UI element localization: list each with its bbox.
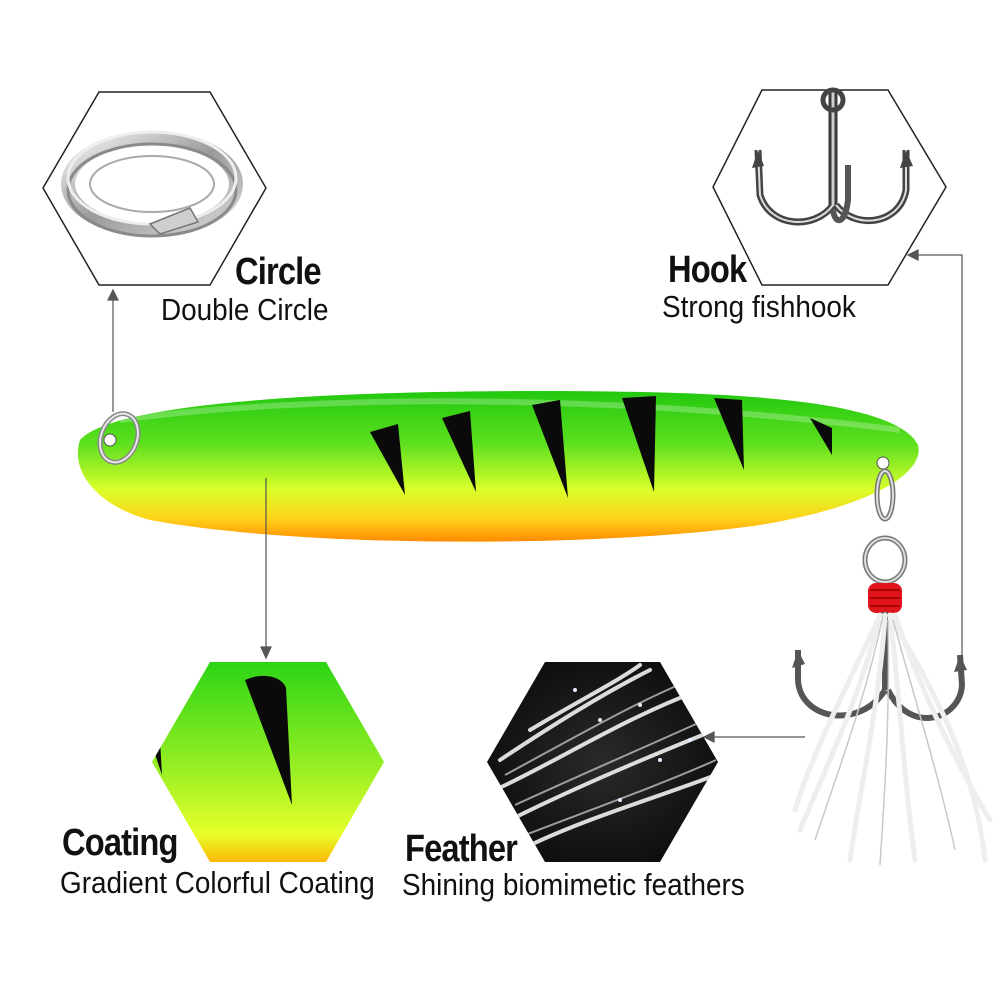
coating-closeup-image: [152, 662, 384, 862]
circle-title: Circle: [235, 251, 322, 293]
feather-subtitle: Shining biomimetic feathers: [402, 867, 745, 902]
spoon-lure-image: [77, 391, 993, 866]
split-ring-image: [42, 91, 267, 286]
hook-subtitle: Strong fishhook: [662, 289, 856, 324]
treble-hook-image: [712, 87, 947, 286]
hook-title: Hook: [668, 249, 747, 291]
circle-subtitle: Double Circle: [161, 292, 329, 327]
callout-lines: [107, 249, 963, 743]
feather-title: Feather: [405, 828, 518, 870]
coating-title: Coating: [62, 822, 178, 864]
coating-subtitle: Gradient Colorful Coating: [60, 865, 375, 900]
feather-closeup-image: [487, 662, 718, 862]
